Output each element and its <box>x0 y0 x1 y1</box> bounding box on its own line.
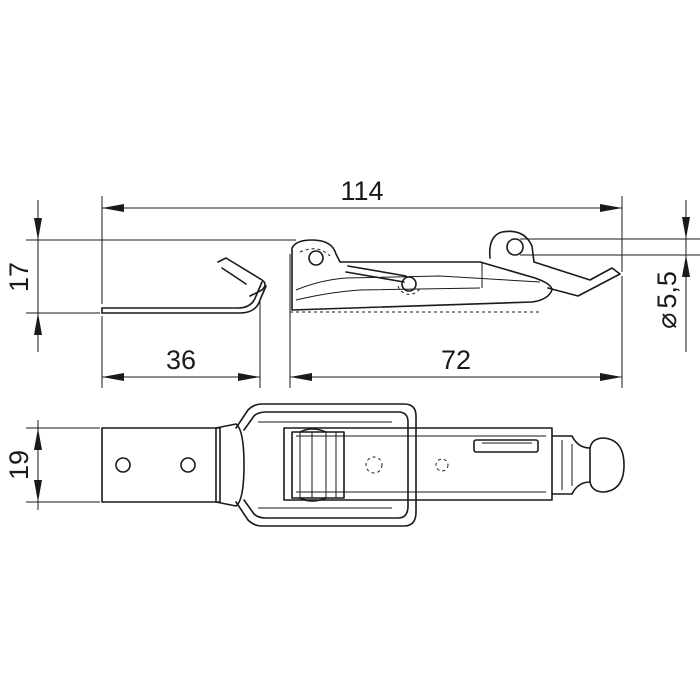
dim-19-arrow-bottom <box>34 480 42 502</box>
side-link-bar <box>345 265 407 283</box>
side-view <box>101 230 621 314</box>
dim-114-label: 114 <box>340 176 383 206</box>
top-lever-inner <box>296 435 546 493</box>
top-view <box>101 403 625 527</box>
dim-72-arrow-right <box>600 373 622 381</box>
side-base-strap <box>101 281 267 314</box>
dim-19-arrow-top <box>34 428 42 450</box>
dim-36-arrow-right <box>238 373 260 381</box>
dim-114-arrow-left <box>102 204 124 212</box>
top-pivot-block <box>291 431 345 499</box>
top-lever-body <box>283 427 553 501</box>
dim-36-label: 36 <box>166 345 196 375</box>
dim-dia-arrow-top <box>682 217 690 239</box>
dimensions: 114 17 ⌀ 5,5 36 72 <box>4 176 700 510</box>
top-slot <box>473 439 539 453</box>
top-tab <box>551 435 591 495</box>
dim-19-label: 19 <box>4 450 34 480</box>
dim-114-arrow-right <box>600 204 622 212</box>
top-knob <box>589 437 625 493</box>
dim-72-label: 72 <box>441 345 471 375</box>
dim-36-arrow-left <box>102 373 124 381</box>
top-bail-outer <box>235 403 417 527</box>
top-bail-inner-2 <box>258 421 392 509</box>
dim-dia-label: ⌀ 5,5 <box>652 271 682 329</box>
dim-17-arrow-bottom <box>34 313 42 335</box>
top-hidden-hole-1 <box>365 456 383 474</box>
dim-17-label: 17 <box>4 262 34 292</box>
side-hidden-line-2 <box>299 248 331 257</box>
diameter-symbol: ⌀ <box>652 313 682 329</box>
side-eyelet <box>488 230 621 297</box>
side-lever-inner <box>295 275 541 301</box>
side-hook-tip <box>217 257 266 297</box>
dim-72-arrow-left <box>290 373 312 381</box>
side-lever-body <box>291 239 553 311</box>
top-strap-plate <box>101 427 221 503</box>
side-pivot-middle <box>401 276 417 292</box>
side-eyelet-hole <box>506 238 524 256</box>
top-hole-left <box>115 457 131 473</box>
top-bail-inner <box>243 411 409 519</box>
side-pivot-left <box>308 250 324 266</box>
top-pivot-caps <box>299 428 327 502</box>
top-tab-inner <box>561 440 573 490</box>
dim-dia-value: 5,5 <box>652 271 682 309</box>
side-pivot-hidden <box>397 285 421 295</box>
top-hole-right <box>180 457 196 473</box>
dim-dia-arrow-bottom <box>682 255 690 277</box>
dim-17-arrow-top <box>34 218 42 240</box>
top-pivot-lines <box>299 432 337 498</box>
top-hidden-hole-2 <box>435 458 449 472</box>
